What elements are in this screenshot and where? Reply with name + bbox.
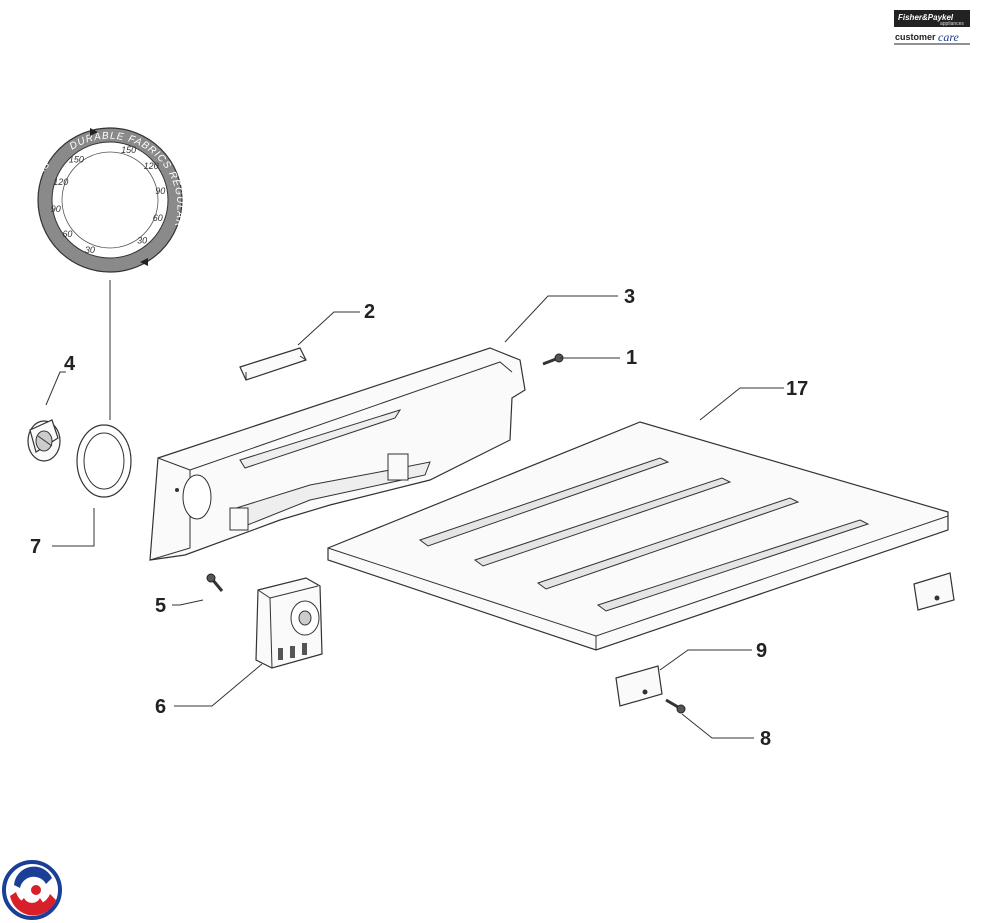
dial-number: 30 [137,236,147,246]
dial-number: 120 [53,177,68,187]
leader-3 [504,295,618,343]
callout-17: 17 [786,378,808,400]
part-1-screw [542,353,564,366]
part-4-knob [27,419,61,462]
dial-number: 90 [51,204,61,214]
callout-1: 1 [626,347,637,369]
leader-8 [681,713,754,739]
callout-3: 3 [624,286,635,308]
brand-logo: Fisher&Paykel appliances customer care [894,10,970,45]
brand-customer: customer [895,32,936,42]
leader-6 [174,663,263,707]
callout-8: 8 [760,728,771,750]
leader-9 [659,649,752,671]
leader-17 [699,387,784,421]
dial-number: 30 [85,245,95,255]
callout-labels: 1 2 3 4 5 6 7 8 9 17 [30,286,808,750]
callout-5: 5 [155,595,166,617]
brand-name: Fisher&Paykel [898,13,954,22]
program-dial-ring: DURABLE FABRICS REGULAR SYNTHETICS AND D… [21,127,185,295]
part-3-control-panel [149,347,526,561]
part-5-screw [206,573,224,592]
leader-lines [45,280,784,739]
callout-6: 6 [155,696,166,718]
callout-7: 7 [30,536,41,558]
part-6-timer [255,577,323,669]
watermark-logo [2,860,62,920]
dial-number: 90 [155,186,165,196]
dial-number: 60 [153,213,163,223]
leader-7 [52,508,95,547]
dial-arrow-top [90,128,98,136]
part-8-screw [665,698,686,714]
leader-4 [45,371,66,406]
callout-4: 4 [64,353,76,375]
dial-number: 120 [144,161,159,171]
dial-number: 60 [62,229,72,239]
dial-arrow-bottom [140,258,148,266]
part-9-clip-left [615,665,663,707]
part-9-clip-right [913,572,955,611]
leader-5 [172,599,204,606]
part-17-top-panel [327,421,949,651]
dial-number: 150 [121,145,136,155]
brand-care: care [938,30,960,44]
part-7-ring [76,424,132,498]
callout-2: 2 [364,301,375,323]
dial-number: 150 [69,154,84,164]
brand-subtitle: appliances [940,21,964,27]
leader-2 [297,311,360,346]
part-2-bracket [239,347,307,381]
dial-number-group: 150 120 90 60 30 30 60 90 120 150 [51,145,165,255]
callout-9: 9 [756,640,767,662]
